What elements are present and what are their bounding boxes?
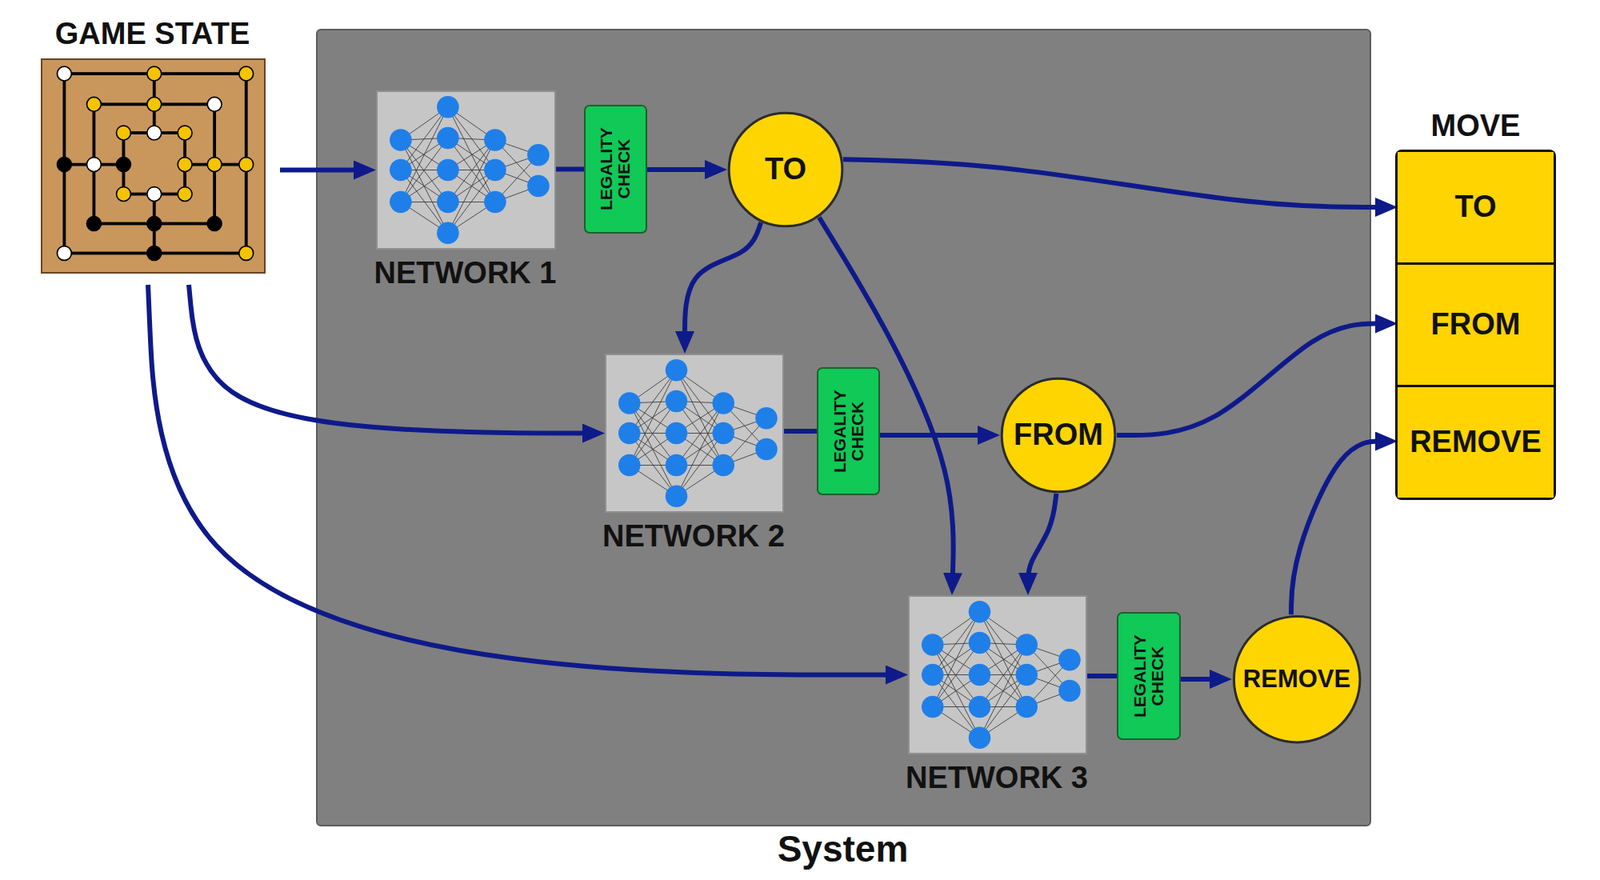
yellow-piece [147,96,162,112]
yellow-piece [147,66,162,81]
connector-arrow [556,167,584,172]
network-box: NETWORK 3 [908,595,1088,755]
yellow-piece [239,157,254,172]
output-circle: REMOVE [1232,614,1362,744]
node-label: REMOVE [1243,664,1351,694]
network-box: NETWORK 2 [604,353,784,513]
white-piece [207,96,222,112]
node-label: FROM [1431,307,1521,343]
connector-arrow [188,284,594,434]
board-pieces [56,66,253,260]
system-panel: SystemNETWORK 1LEGALITY CHECKTONETWORK 2… [316,28,1372,827]
connector-arrow [1087,673,1117,679]
black-piece [116,157,132,172]
node-heading: NETWORK 3 [905,760,1088,796]
white-piece [56,66,72,81]
neural-net-art [606,355,783,512]
neural-net-use [618,359,778,508]
network-box: NETWORK 1 [376,90,556,250]
output-circle: TO [727,111,844,228]
circle-shape [1001,378,1116,492]
game-board-art [40,58,266,274]
yellow-piece [86,96,101,112]
black-piece [86,216,101,232]
white-piece [147,125,162,140]
node-heading: NETWORK 1 [374,256,557,292]
node-label: LEGALITY CHECK [1131,618,1167,734]
connector-arrow [148,284,897,676]
connector-arrow [819,217,954,584]
inner-square [123,132,185,194]
white-piece [147,187,162,202]
node-heading: NETWORK 2 [602,519,785,555]
yellow-piece [207,157,222,172]
output-circle: FROM [1000,376,1117,494]
move-cell: FROM [1397,262,1554,385]
yellow-piece [239,246,254,261]
neural-net-use [921,600,1081,749]
yellow-piece [239,66,254,81]
connector-arrow [647,167,716,172]
circle-shape [1233,616,1360,742]
board-ground [40,58,266,274]
game-board: GAME STATE [40,58,266,274]
black-piece [147,246,162,261]
yellow-piece [116,187,132,202]
black-piece [207,216,222,232]
yellow-piece [177,187,192,202]
yellow-piece [177,157,192,172]
white-piece [56,246,72,261]
legality-check-box: LEGALITY CHECK [584,104,648,234]
connector-arrow [1028,493,1056,584]
move-cell: TO [1397,152,1554,263]
node-label: LEGALITY CHECK [597,111,633,228]
connector-arrow [1291,441,1387,616]
connector-arrow [280,168,365,173]
move-box: MOVETOFROMREMOVE [1395,149,1556,500]
connector-arrow [880,432,989,438]
board-lines [64,73,246,253]
node-heading: MOVE [1431,108,1521,144]
legality-check-box: LEGALITY CHECK [816,367,880,496]
cross-lines [64,73,246,253]
outer-square [64,73,246,253]
black-piece [56,157,72,172]
neural-net-art [909,596,1086,753]
node-label: TO [1454,189,1496,225]
move-cell: REMOVE [1397,384,1554,498]
node-label: LEGALITY CHECK [830,373,866,489]
connector-arrow [1180,676,1221,682]
circle-shape [728,112,843,227]
connector-arrow [684,222,761,343]
white-piece [86,157,101,172]
yellow-piece [116,125,132,140]
connector-arrow [843,159,1387,208]
connector-arrow [1116,324,1387,436]
node-label: REMOVE [1409,424,1542,460]
node-label: FROM [1013,417,1104,453]
node-heading: GAME STATE [55,16,250,52]
neural-net-art [377,92,555,248]
node-heading: System [777,828,909,871]
black-piece [147,216,162,232]
connector-arrow [784,428,817,434]
legality-check-box: LEGALITY CHECK [1116,612,1181,740]
yellow-piece [177,125,192,140]
node-label: TO [764,152,807,188]
neural-net-use [389,96,550,244]
